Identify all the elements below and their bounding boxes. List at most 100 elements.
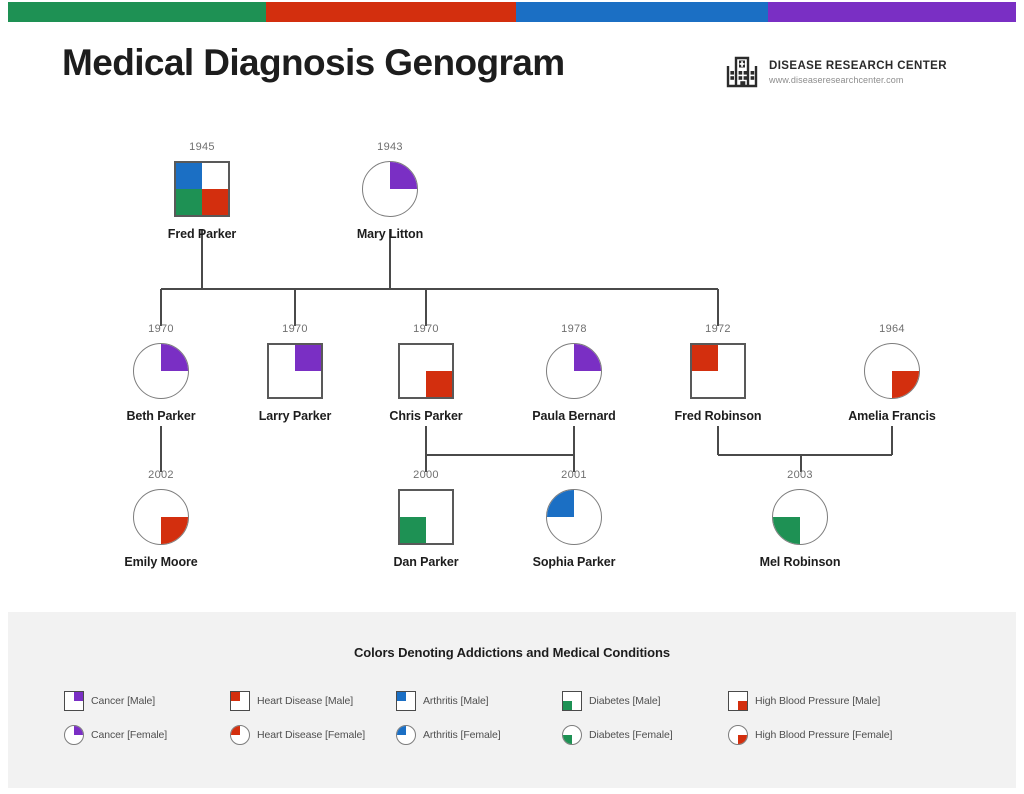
legend-quadrant-bl [563, 701, 572, 710]
condition-quadrant-bl [773, 517, 800, 544]
person-name: Larry Parker [258, 409, 332, 423]
condition-quadrant-bl [176, 189, 202, 215]
legend-label: High Blood Pressure [Male] [755, 695, 881, 707]
condition-quadrant-tl [692, 345, 718, 371]
legend-label: Cancer [Female] [91, 729, 168, 741]
person-name: Mel Robinson [759, 555, 841, 569]
legend-item: Arthritis [Male] [396, 684, 548, 718]
legend-quadrant-tl [397, 692, 406, 701]
person-name: Fred Robinson [674, 409, 762, 423]
legend-quadrant-tl [397, 726, 406, 735]
page-title: Medical Diagnosis Genogram [62, 42, 565, 83]
male-square-symbol [690, 343, 746, 399]
symbol-wrapper [494, 488, 654, 546]
birth-year: 1964 [879, 323, 905, 335]
male-square-symbol [398, 343, 454, 399]
legend-label: Diabetes [Male] [589, 695, 661, 707]
birth-year: 2000 [413, 469, 439, 481]
female-circle-symbol [546, 489, 602, 545]
legend-swatch [396, 691, 416, 711]
symbol-wrapper [215, 342, 375, 400]
legend-title: Colors Denoting Addictions and Medical C… [353, 645, 670, 660]
legend-swatch [728, 691, 748, 711]
legend-label: Diabetes [Female] [589, 729, 673, 741]
symbol-wrapper [122, 160, 282, 218]
person-name: Dan Parker [393, 555, 459, 569]
symbol-wrapper [346, 342, 506, 400]
condition-quadrant-br [892, 371, 919, 398]
condition-quadrant-tr [574, 344, 601, 371]
condition-quadrant-br [161, 517, 188, 544]
person-name: Paula Bernard [532, 409, 616, 423]
symbol-wrapper [81, 342, 241, 400]
condition-quadrant-tr [295, 345, 321, 371]
legend-swatch [230, 691, 250, 711]
condition-quadrant-br [202, 189, 228, 215]
brand-logo: DISEASE RESEARCH CENTER www.diseaseresea… [724, 54, 947, 90]
symbol-wrapper [310, 160, 470, 218]
condition-quadrant-tl [176, 163, 202, 189]
hospital-icon [724, 54, 760, 90]
condition-quadrant-tr [390, 162, 417, 189]
person-name: Mary Litton [356, 227, 424, 241]
legend-swatch [728, 725, 748, 745]
legend-swatch [396, 725, 416, 745]
female-circle-symbol [546, 343, 602, 399]
legend-quadrant-tl [231, 726, 240, 735]
legend-item: Cancer [Male] [64, 684, 216, 718]
legend-swatch [230, 725, 250, 745]
legend-swatch [562, 691, 582, 711]
person-name: Chris Parker [389, 409, 463, 423]
legend-item: High Blood Pressure [Female] [728, 718, 938, 752]
red-band [266, 2, 516, 22]
condition-quadrant-bl [400, 517, 426, 543]
symbol-wrapper [720, 488, 880, 546]
symbol-wrapper [812, 342, 972, 400]
birth-year: 2002 [148, 469, 174, 481]
legend-label: Heart Disease [Female] [257, 729, 366, 741]
female-circle-symbol [133, 489, 189, 545]
brand-name: DISEASE RESEARCH CENTER [769, 59, 947, 72]
legend-item: Heart Disease [Male] [230, 684, 382, 718]
legend-quadrant-tr [74, 726, 83, 735]
legend-item: Heart Disease [Female] [230, 718, 382, 752]
blue-band [516, 2, 768, 22]
person-name: Emily Moore [124, 555, 198, 569]
legend-item: Arthritis [Female] [396, 718, 548, 752]
legend-swatch [562, 725, 582, 745]
birth-year: 2001 [561, 469, 587, 481]
legend-label: Arthritis [Male] [423, 695, 489, 707]
legend-quadrant-tr [74, 692, 83, 701]
legend-item: Cancer [Female] [64, 718, 216, 752]
male-square-symbol [174, 161, 230, 217]
birth-year: 1970 [282, 323, 308, 335]
brand-url: www.diseaseresearchcenter.com [769, 74, 904, 85]
birth-year: 1945 [189, 141, 215, 153]
purple-band [768, 2, 1016, 22]
symbol-wrapper [81, 488, 241, 546]
birth-year: 1943 [377, 141, 403, 153]
legend-swatch [64, 691, 84, 711]
legend-item: High Blood Pressure [Male] [728, 684, 938, 718]
condition-quadrant-br [426, 371, 452, 397]
symbol-wrapper [638, 342, 798, 400]
legend-label: Heart Disease [Male] [257, 695, 354, 707]
female-circle-symbol [864, 343, 920, 399]
female-circle-symbol [133, 343, 189, 399]
legend-label: Arthritis [Female] [423, 729, 501, 741]
birth-year: 2003 [787, 469, 813, 481]
